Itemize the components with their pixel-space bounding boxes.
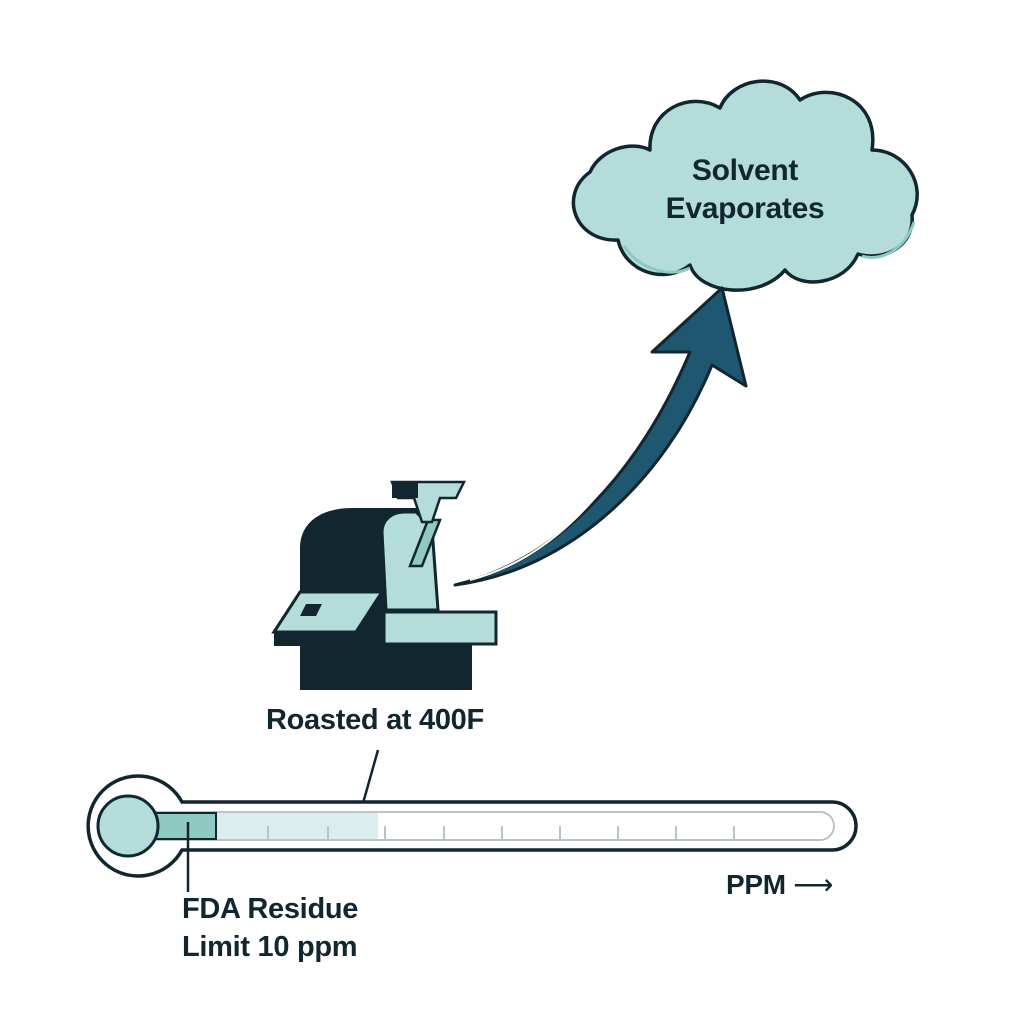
thermometer-scale: [86, 774, 858, 878]
arrow-right-icon: ⟶: [793, 869, 834, 900]
fda-limit-label: FDA Residue Limit 10 ppm: [182, 890, 422, 966]
thermometer-bulb: [96, 794, 160, 858]
fda-limit-line2: Limit 10 ppm: [182, 931, 358, 963]
fda-limit-line1: FDA Residue: [182, 893, 359, 925]
scale-fill: [214, 813, 378, 839]
evaporation-arrow: [453, 286, 748, 587]
limit-marker: [155, 812, 217, 840]
ppm-axis-label: PPM ⟶: [726, 868, 833, 901]
roaster-machine-icon: [271, 480, 498, 690]
ppm-unit-text: PPM: [726, 869, 786, 900]
roast-temperature-label: Roasted at 400F: [266, 704, 484, 736]
cloud-icon: [571, 79, 919, 292]
cloud-label-line1: Solvent: [691, 154, 799, 187]
cloud-label: Solvent Evaporates: [640, 152, 850, 228]
cloud-label-line2: Evaporates: [665, 192, 825, 225]
